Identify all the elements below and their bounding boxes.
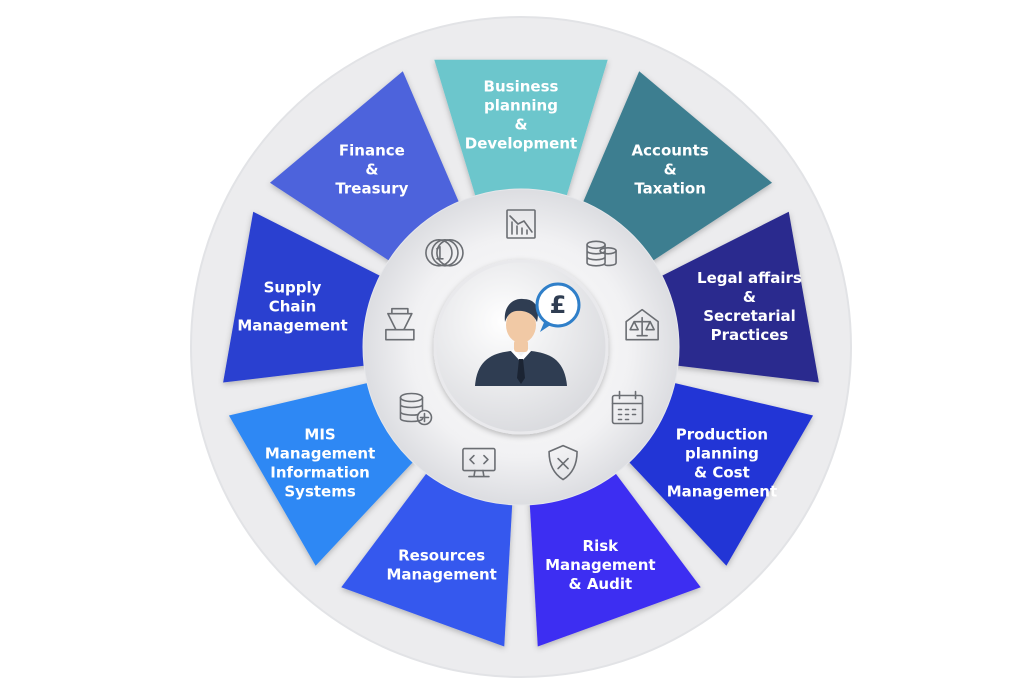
segment-label-line: &	[664, 160, 677, 178]
segment-risk-management	[529, 467, 701, 647]
segment-label-line: Management	[545, 556, 655, 574]
segment-label-line: Finance	[339, 141, 405, 159]
segment-label-line: Systems	[284, 483, 355, 501]
segment-label-line: Secretarial	[703, 307, 796, 325]
segment-label-line: &	[743, 288, 756, 306]
segment-mis	[228, 381, 419, 566]
segment-label-line: Information	[270, 464, 370, 482]
database-add-icon	[399, 392, 433, 426]
segment-label-line: Supply	[264, 279, 322, 297]
currency-symbol: £	[550, 291, 567, 319]
segment-supply-chain	[223, 211, 388, 383]
calendar-icon	[611, 390, 644, 425]
segment-label-line: Management	[386, 566, 496, 584]
segment-label-line: &	[514, 116, 527, 134]
segment-label-line: & Audit	[569, 575, 633, 593]
segment-label-line: Practices	[711, 326, 789, 344]
shield-x-icon	[548, 444, 578, 481]
segment-label-line: Treasury	[335, 179, 408, 197]
segment-label-line: &	[365, 160, 378, 178]
coins-icon	[425, 238, 464, 267]
segment-business-planning	[434, 59, 608, 204]
segment-label-line: Risk	[583, 537, 620, 555]
segment-label-line: Business	[484, 78, 559, 96]
segment-resources-management	[341, 467, 513, 647]
segment-accounts-taxation	[580, 71, 773, 265]
segment-label-line: Management	[667, 483, 777, 501]
declining-chart-icon	[506, 209, 536, 239]
segment-label-line: Chain	[269, 298, 317, 316]
segment-label-line: Taxation	[634, 179, 706, 197]
segment-label-line: Management	[237, 317, 347, 335]
segment-label-line: planning	[484, 97, 558, 115]
segment-legal-affairs	[654, 211, 819, 383]
segment-label-line: Management	[265, 445, 375, 463]
segment-label-line: Accounts	[632, 141, 709, 159]
segment-label-line: Resources	[398, 547, 485, 565]
code-monitor-icon	[462, 447, 496, 478]
segment-label-accounts-taxation: Accounts&Taxation	[632, 141, 709, 197]
segment-label-line: MIS	[304, 426, 335, 444]
segment-label-line: & Cost	[694, 464, 750, 482]
coin-stack-icon	[586, 240, 617, 267]
segment-finance-treasury	[269, 71, 462, 265]
segment-production-planning	[623, 381, 814, 566]
businessman-pound-icon: £	[475, 282, 581, 386]
segment-label-finance-treasury: Finance&Treasury	[335, 141, 408, 197]
icons-group	[385, 209, 659, 481]
paper-clip-icon	[385, 307, 415, 341]
justice-scale-icon	[625, 308, 659, 341]
segment-label-line: Legal affairs	[697, 269, 802, 287]
segment-label-line: Development	[465, 135, 577, 153]
segment-label-line: planning	[685, 445, 759, 463]
segment-label-line: Production	[676, 426, 768, 444]
